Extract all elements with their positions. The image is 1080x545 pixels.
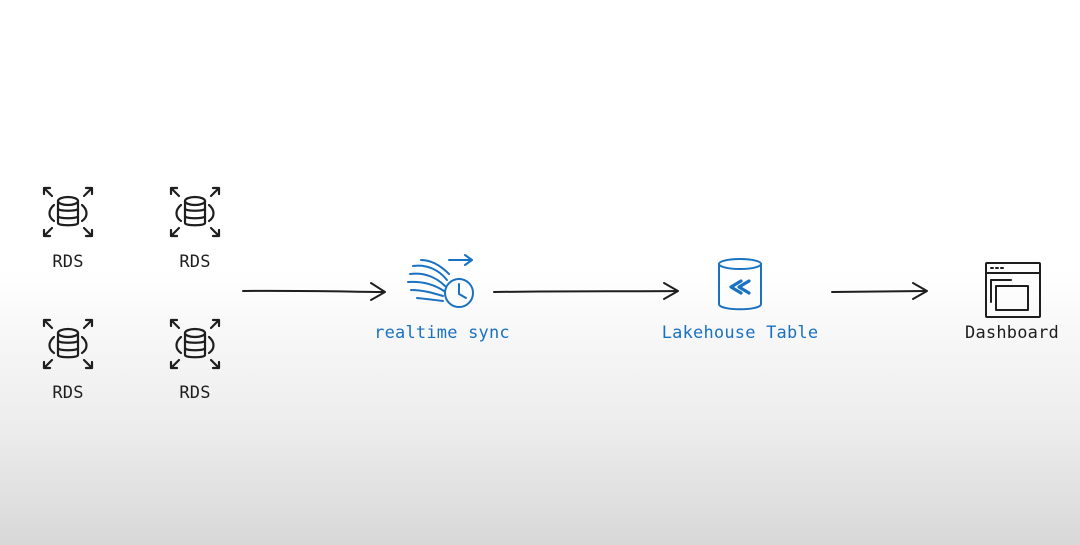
rds-label-4: RDS	[179, 383, 211, 403]
arrow-lakehouse-to-dashboard	[831, 282, 928, 300]
rds-label-2: RDS	[179, 252, 211, 272]
lakehouse-table-label: Lakehouse Table	[661, 323, 819, 343]
lakehouse-table-icon	[715, 255, 765, 315]
rds-label-3: RDS	[52, 383, 84, 403]
rds-database-icon	[39, 183, 97, 241]
rds-database-icon	[39, 315, 97, 373]
realtime-sync-label: realtime sync	[374, 323, 510, 343]
rds-database-icon	[166, 183, 224, 241]
arrow-sources-to-sync	[242, 282, 386, 301]
lakehouse-table-node	[715, 255, 765, 315]
realtime-sync-node	[405, 252, 480, 312]
rds-node-2	[164, 183, 226, 273]
dashboard-node	[983, 260, 1043, 320]
rds-node-3	[37, 315, 99, 405]
realtime-sync-icon	[405, 252, 480, 312]
arrow-sync-to-lakehouse	[493, 282, 679, 300]
dashboard-icon	[983, 260, 1043, 320]
rds-label-1: RDS	[52, 252, 84, 272]
rds-node-1	[37, 183, 99, 273]
rds-node-4	[164, 315, 226, 405]
rds-database-icon	[166, 315, 224, 373]
dashboard-label: Dashboard	[965, 323, 1059, 343]
